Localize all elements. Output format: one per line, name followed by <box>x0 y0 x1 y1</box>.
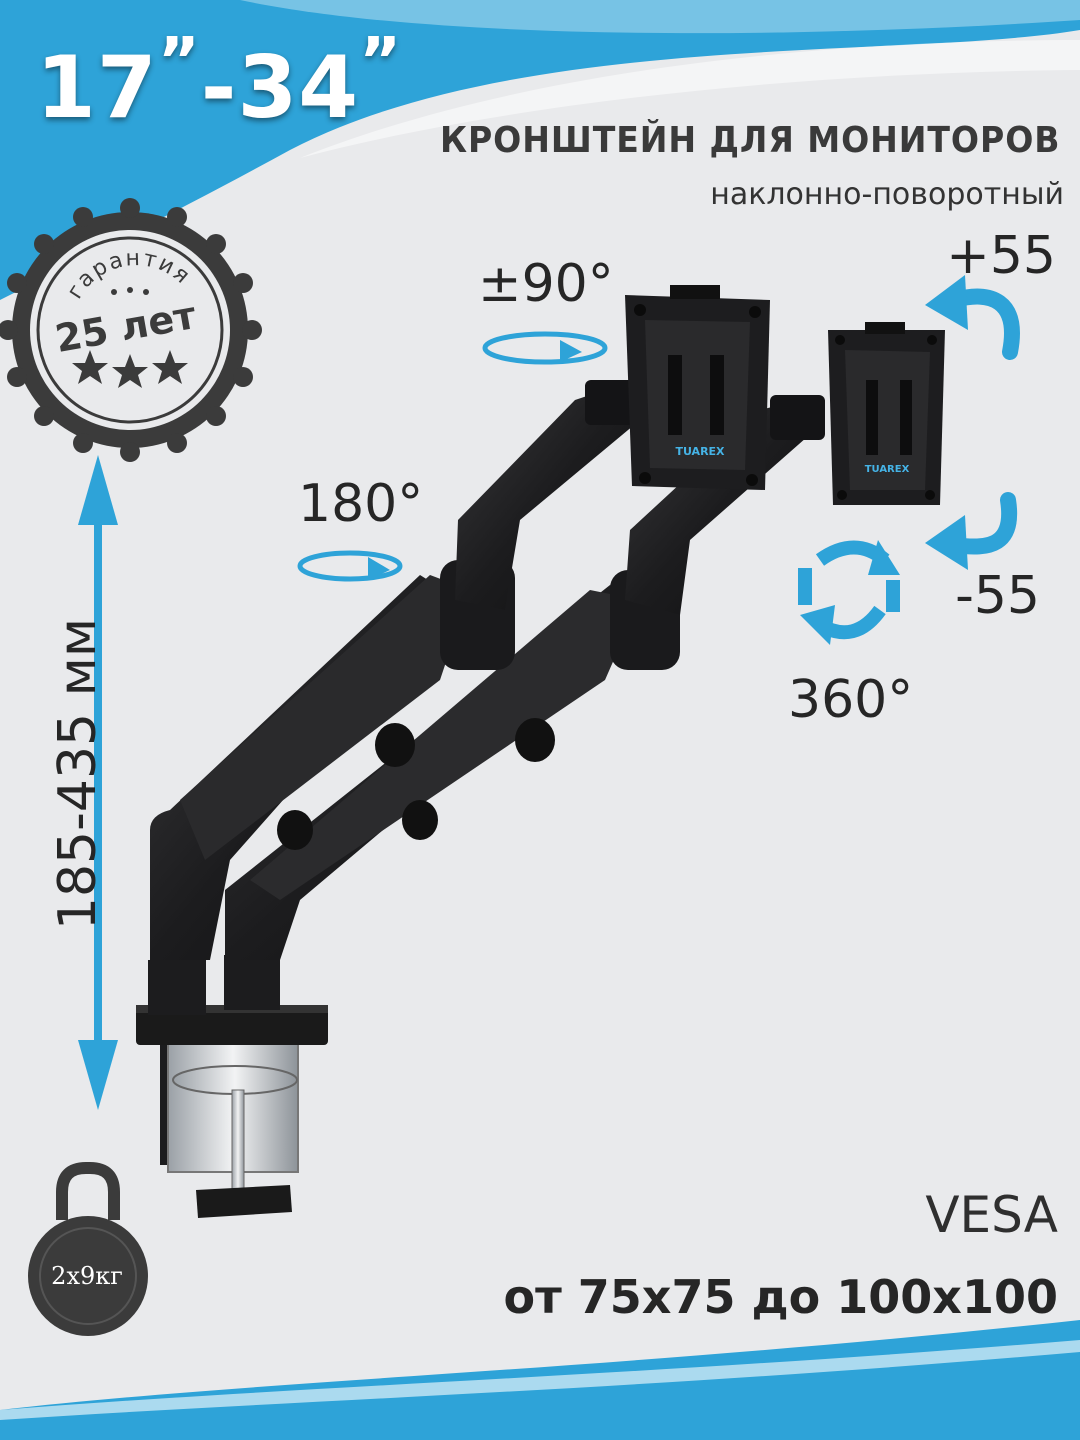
vesa-range: от 75x75 до 100x100 <box>503 1270 1058 1324</box>
vesa-plate-left: TUAREX <box>625 285 770 490</box>
arm-rotation-label: 180° <box>298 474 424 534</box>
swivel-label: ±90° <box>478 254 614 314</box>
vesa-plate-right: TUAREX <box>828 322 945 505</box>
rotation-label: 360° <box>788 670 914 730</box>
screen-size-title: 17”-34” <box>36 25 403 138</box>
brand-logo-right: TUAREX <box>865 464 910 475</box>
tilt-down-arrow-icon <box>925 492 1018 570</box>
tilt-up-label: +55 <box>946 226 1056 286</box>
star-icon <box>72 287 188 388</box>
swivel-180-arrow-icon <box>297 550 403 582</box>
tilt-down-label: -55 <box>955 566 1040 626</box>
swivel-90-arrow-icon <box>482 331 608 365</box>
tilt-up-arrow-icon <box>925 275 1020 360</box>
weight-capacity-label: 2x9кг <box>51 1262 123 1290</box>
vesa-label: VESA <box>925 1186 1058 1244</box>
product-subtitle: наклонно-поворотный <box>710 177 1064 212</box>
arrow-up-icon <box>78 455 118 525</box>
arrow-down-icon <box>78 1040 118 1110</box>
product-title: КРОНШТЕЙН ДЛЯ МОНИТОРОВ <box>439 120 1060 161</box>
rotate-360-arrow-icon <box>798 540 900 645</box>
brand-logo-left: TUAREX <box>675 445 725 458</box>
